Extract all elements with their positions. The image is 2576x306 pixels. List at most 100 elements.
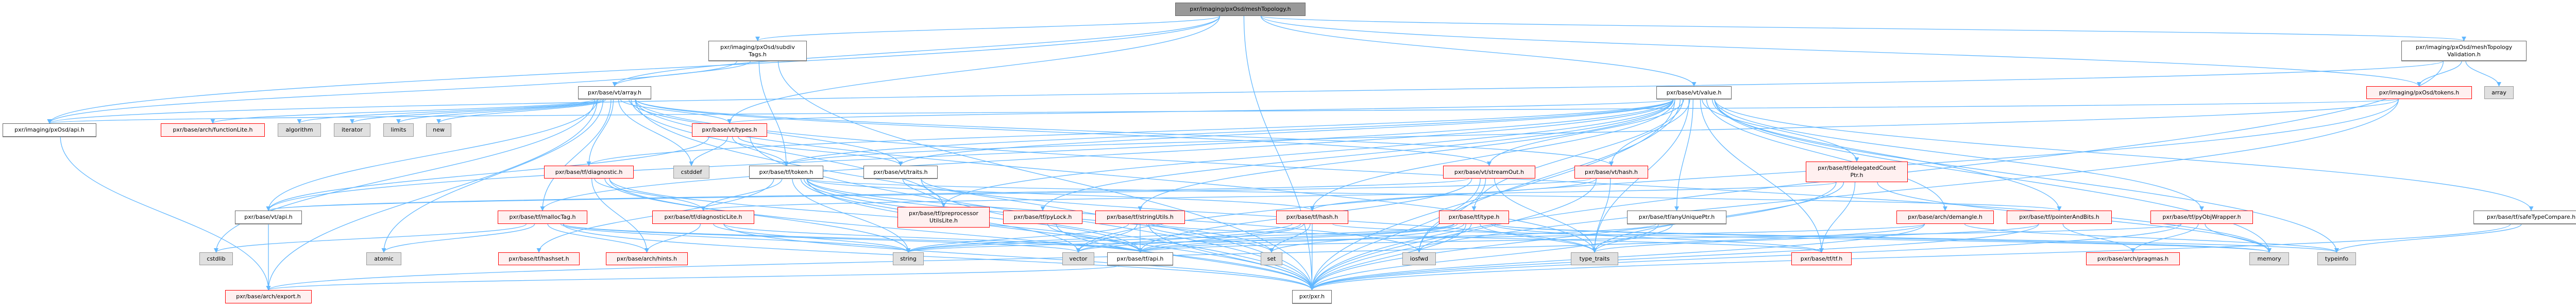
edge-meshTopology-to-meshTopologyValidation [1260,15,2466,41]
graph-node-pointer-and-bits[interactable]: pxr/base/tf/pointerAndBits.h [2007,211,2112,224]
edge-tfType-to-set [1269,223,1464,253]
graph-node-tf-type[interactable]: pxr/base/tf/type.h [1439,211,1509,224]
edge-tfType-to-iosfwd [1416,223,1472,253]
edge-tfHash-to-memory [1332,223,2272,253]
edge-tfType-to-string [906,223,1454,253]
edge-vtStreamOut-to-pxr [1309,178,1481,291]
graph-node-pxr[interactable]: pxr/pxr.h [1292,290,1332,303]
graph-node-vt-value[interactable]: pxr/base/vt/value.h [1656,86,1732,99]
graph-node-hints[interactable]: pxr/base/arch/hints.h [606,252,688,265]
graph-node-string-utils[interactable]: pxr/base/tf/stringUtils.h [1095,211,1185,224]
edge-stringUtils-to-string [906,223,1129,253]
edge-meshTopology-to-vtTypes [727,15,1221,124]
edge-mallocTag-to-hints [547,223,649,253]
edge-delegatedCountPtr-to-diagnosticLite [701,182,1837,211]
edge-tfDiagnostic-to-string [604,178,911,253]
graph-node-subdiv-tags[interactable]: pxr/imaging/pxOsd/subdiv Tags.h [708,41,807,61]
graph-node-std-array: array [2484,86,2514,99]
edge-pointerAndBits-to-pragmas [2062,223,2136,253]
graph-node-tf-diagnostic[interactable]: pxr/base/tf/diagnostic.h [544,166,634,179]
edge-diagnosticLite-to-hints [644,223,701,253]
graph-node-demangle[interactable]: pxr/base/arch/demangle.h [1896,211,1994,224]
edge-diagnosticLite-to-tfApi [723,223,1143,253]
edge-meshTopology-to-vtArray [612,15,1221,87]
graph-node-pragmas[interactable]: pxr/base/arch/pragmas.h [2086,252,2180,265]
edge-tfHash-to-tfApi [1138,223,1304,253]
graph-node-malloc-tag[interactable]: pxr/base/tf/mallocTag.h [498,211,587,224]
edge-pointerAndBits-to-pxr [1310,223,2039,291]
edge-vtValue-to-demangle [1706,99,1948,211]
graph-node-vt-stream-out[interactable]: pxr/base/vt/streamOut.h [1443,166,1535,179]
graph-node-preprocessor-utils-lite[interactable]: pxr/base/tf/preprocessor UtilsLite.h [897,207,990,228]
edge-stringUtils-to-set [1146,223,1274,253]
edge-vtTraits-to-preprocessorUtilsLite [902,178,946,207]
edge-vtValue-to-mallocTag [540,99,1674,211]
edge-vtHash-to-typeTraits [1592,178,1611,253]
edge-vtArray-to-vtStreamOut [635,99,1492,166]
edge-vtValue-to-safeTypeCompare [1714,99,2534,211]
edge-demangle-to-typeinfo [1964,223,2339,253]
edge-vtStreamOut-to-vtApi [266,178,1469,211]
edge-pyObjWrapper-to-tfApi [1138,223,2182,253]
graph-node-vector: vector [1062,252,1094,265]
graph-node-type-traits: type_traits [1571,252,1618,265]
edge-pyLock-to-pxr [1056,223,1314,291]
graph-node-function-lite[interactable]: pxr/base/arch/functionLite.h [161,123,265,137]
graph-node-py-lock[interactable]: pxr/base/tf/pyLock.h [1003,211,1082,224]
graph-node-delegated-count-ptr[interactable]: pxr/base/tf/delegatedCount Ptr.h [1806,162,1908,182]
edge-vtValue-to-pyLock [1040,99,1674,211]
edge-vtArray-to-atomic [381,99,604,253]
graph-node-vt-hash[interactable]: pxr/base/vt/hash.h [1574,166,1648,179]
edge-delegatedCountPtr-to-tfTf [1819,182,1856,253]
graph-node-tf-hash[interactable]: pxr/base/tf/hash.h [1276,211,1348,224]
edge-vtArray-to-cstddef [618,99,694,166]
edge-mallocTag-to-cstdlib [214,223,527,253]
graph-node-hashset[interactable]: pxr/base/tf/hashset.h [498,252,580,265]
graph-node-any-unique-ptr[interactable]: pxr/base/tf/anyUniquePtr.h [1627,211,1726,224]
edge-tfApi-to-export [266,265,1120,291]
edge-vtValue-to-memory [1714,99,2272,253]
edge-vtTraits-to-pxr [921,178,1314,291]
edge-vtValue-to-tfTf [1700,99,1824,253]
edge-vtArray-to-limits [396,99,604,124]
graph-node-iterator: iterator [334,123,370,137]
graph-node-vt-api[interactable]: pxr/base/vt/api.h [235,211,302,224]
edge-vtArray-to-tfDiagnostic [586,99,614,166]
graph-node-limits: limits [383,123,414,137]
edge-vtValue-to-tfDiagnostic [586,99,1674,166]
edge-vtTypes-to-vtTraits [737,136,903,166]
edge-pyObjWrapper-to-pxr [1310,223,2182,291]
graph-node-mesh-topology: pxr/imaging/pxOsd/meshTopology.h [1175,3,1306,16]
graph-node-vt-traits[interactable]: pxr/base/vt/traits.h [863,166,938,179]
edge-vtValue-to-anyUniquePtr [1674,99,1693,211]
graph-node-py-obj-wrapper[interactable]: pxr/base/tf/pyObjWrapper.h [2150,211,2253,224]
graph-node-export[interactable]: pxr/base/arch/export.h [225,290,312,303]
graph-node-osd-api[interactable]: pxr/imaging/pxOsd/api.h [3,123,96,137]
graph-node-tf-tf[interactable]: pxr/base/tf/tf.h [1791,252,1852,265]
edge-tfToken-to-diagnosticLite [701,178,783,211]
edge-vtValue-to-pointerAndBits [1711,99,2062,211]
graph-node-string: string [893,252,924,265]
edge-vtValue-to-tfType [1471,99,1684,211]
graph-node-typeinfo: typeinfo [2317,252,2356,265]
graph-node-tf-token[interactable]: pxr/base/tf/token.h [749,166,823,179]
edge-tfDiagnostic-to-tfApi [609,178,1143,253]
graph-node-tf-api[interactable]: pxr/base/tf/api.h [1107,252,1173,265]
graph-node-safe-type-compare[interactable]: pxr/base/tf/safeTypeCompare.h [2473,211,2576,224]
edge-vtValue-to-preprocessorUtilsLite [941,99,1674,207]
graph-node-vt-array[interactable]: pxr/base/vt/array.h [578,86,651,99]
graph-node-diagnostic-lite[interactable]: pxr/base/tf/diagnosticLite.h [652,211,754,224]
edge-tfToken-to-pointerAndBits [806,178,2061,211]
edge-stringUtils-to-pxr [1148,223,1315,291]
edge-vtHash-to-tfHash [1310,178,1597,211]
graph-node-osd-tokens[interactable]: pxr/imaging/pxOsd/tokens.h [2366,86,2472,99]
edge-vtArray-to-vtApi [266,99,598,211]
edge-demangle-to-string [906,223,1925,253]
graph-node-vt-types[interactable]: pxr/base/vt/types.h [692,123,767,137]
graph-node-memory: memory [2249,252,2289,265]
edge-tfType-to-typeinfo [1494,223,2339,253]
edge-vtArray-to-algorithm [297,99,600,124]
graph-node-mesh-topology-validation[interactable]: pxr/imaging/pxOsd/meshTopology Validatio… [2401,41,2527,61]
edge-vtTraits-to-typeTraits [921,178,1597,253]
